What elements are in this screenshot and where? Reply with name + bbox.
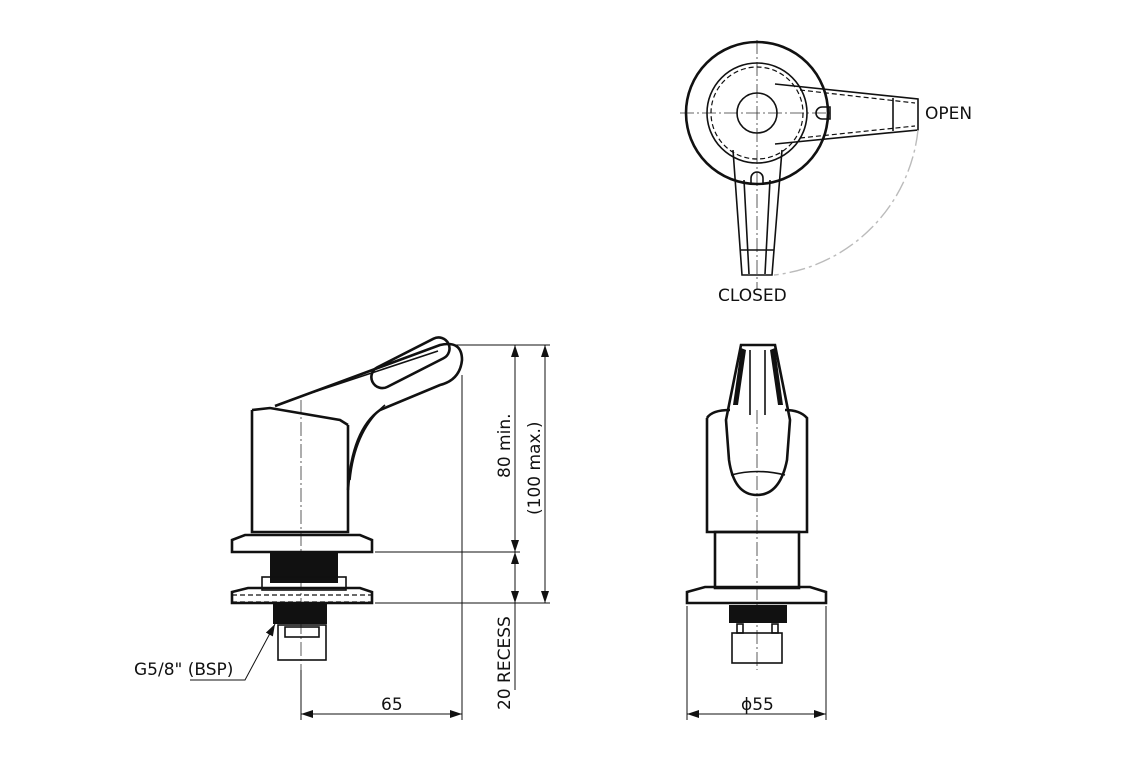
lever-slot bbox=[370, 336, 451, 390]
top-view: OPEN CLOSED bbox=[680, 40, 972, 306]
tail-insert bbox=[284, 626, 320, 638]
thread-leader bbox=[190, 623, 276, 681]
open-handle bbox=[774, 83, 919, 145]
closed-handle bbox=[732, 149, 783, 276]
closed-label: CLOSED bbox=[718, 286, 787, 306]
rotation-arc bbox=[773, 129, 919, 276]
lever-edge bbox=[289, 350, 439, 481]
upper-flange bbox=[230, 533, 374, 554]
nut-tab bbox=[771, 623, 779, 634]
spindle-outline bbox=[736, 92, 778, 134]
flange bbox=[685, 585, 828, 605]
open-handle-hidden bbox=[799, 89, 916, 139]
open-handle-slot bbox=[815, 106, 831, 120]
lower-flange bbox=[230, 586, 374, 605]
height-max-label: (100 max.) bbox=[525, 421, 545, 515]
thread-label: G5/8" (BSP) bbox=[134, 660, 233, 680]
open-label: OPEN bbox=[925, 104, 972, 124]
height-min-label: 80 min. bbox=[495, 414, 515, 479]
lever-front bbox=[724, 343, 792, 497]
closed-handle-slot bbox=[750, 171, 764, 185]
nut-hidden bbox=[261, 576, 347, 591]
thread-lower bbox=[273, 604, 327, 624]
body-outline bbox=[706, 62, 808, 164]
diameter-label: ϕ55 bbox=[741, 695, 774, 715]
tail-nut bbox=[731, 632, 783, 664]
hidden-outline bbox=[710, 66, 804, 160]
recess-label: 20 RECESS bbox=[495, 616, 515, 710]
thread-upper bbox=[270, 553, 338, 583]
thread bbox=[729, 605, 787, 623]
lever-shading bbox=[733, 348, 783, 405]
closed-handle-edge bbox=[743, 179, 771, 275]
projection-label: 65 bbox=[381, 695, 403, 715]
tail-nut bbox=[277, 624, 327, 661]
side-view: 65 80 min. (100 max.) 20 RECESS G5/8" (B… bbox=[134, 336, 550, 720]
lever-detail bbox=[730, 350, 786, 476]
lever-handle bbox=[274, 342, 464, 491]
body-outline bbox=[250, 410, 350, 534]
front-view: ϕ55 bbox=[685, 343, 828, 720]
body-top bbox=[251, 406, 349, 427]
nut-tab bbox=[736, 623, 744, 634]
lower-flange-hidden bbox=[232, 594, 372, 603]
flange-outline bbox=[684, 40, 830, 186]
